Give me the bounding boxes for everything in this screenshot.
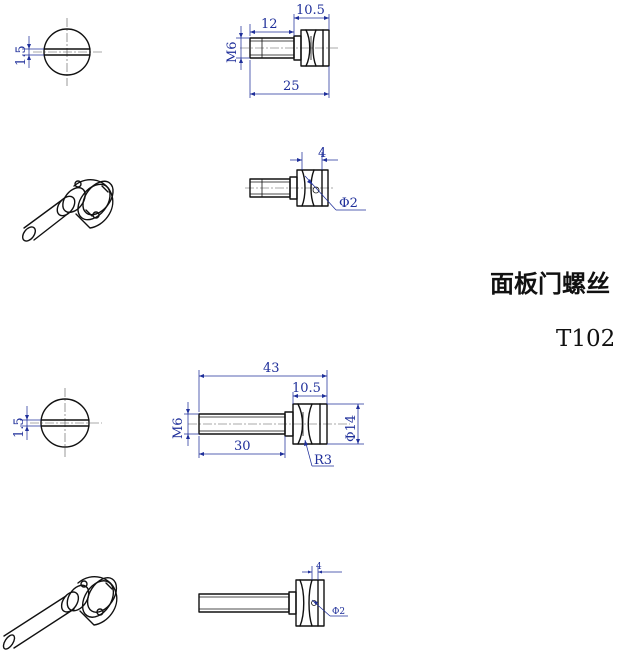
lower-total-dim: 43 [263,361,280,376]
drawing-title: 面板门螺丝 [490,270,610,298]
upper-total-dim: 25 [283,79,300,94]
upper-head-dim: 10.5 [296,3,325,18]
lower-isometric-view [2,575,118,650]
upper-end-view: 1.5 [14,18,102,86]
upper-groove-dim: 4 [318,146,326,161]
lower-head-dim: 10.5 [292,381,321,396]
lower-side-view: 43 10.5 M6 30 Φ14 R3 [171,361,364,468]
part-code: T102 [556,326,616,352]
lower-end-slot-dim: 1.5 [12,417,27,438]
upper-isometric-view [21,178,114,242]
upper-hole-dim: Φ2 [339,196,358,211]
lower-end-view: 1.5 [12,388,102,458]
lower-diameter-dim: Φ14 [344,415,359,442]
upper-end-slot-dim: 1.5 [14,45,29,66]
upper-shank-dim: 12 [261,17,278,32]
lower-thread-dim: M6 [171,417,186,439]
upper-detail-view: 4 Φ2 [245,146,366,211]
upper-thread-dim: M6 [225,41,240,63]
lower-groove-dim: 4 [316,562,322,572]
lower-shank-dim: 30 [234,439,251,454]
upper-side-view: 12 10.5 M6 25 [225,3,338,98]
lower-hole-dim: Φ2 [332,607,345,617]
lower-detail-view: 4 Φ2 [198,562,348,627]
lower-radius-dim: R3 [314,453,332,468]
